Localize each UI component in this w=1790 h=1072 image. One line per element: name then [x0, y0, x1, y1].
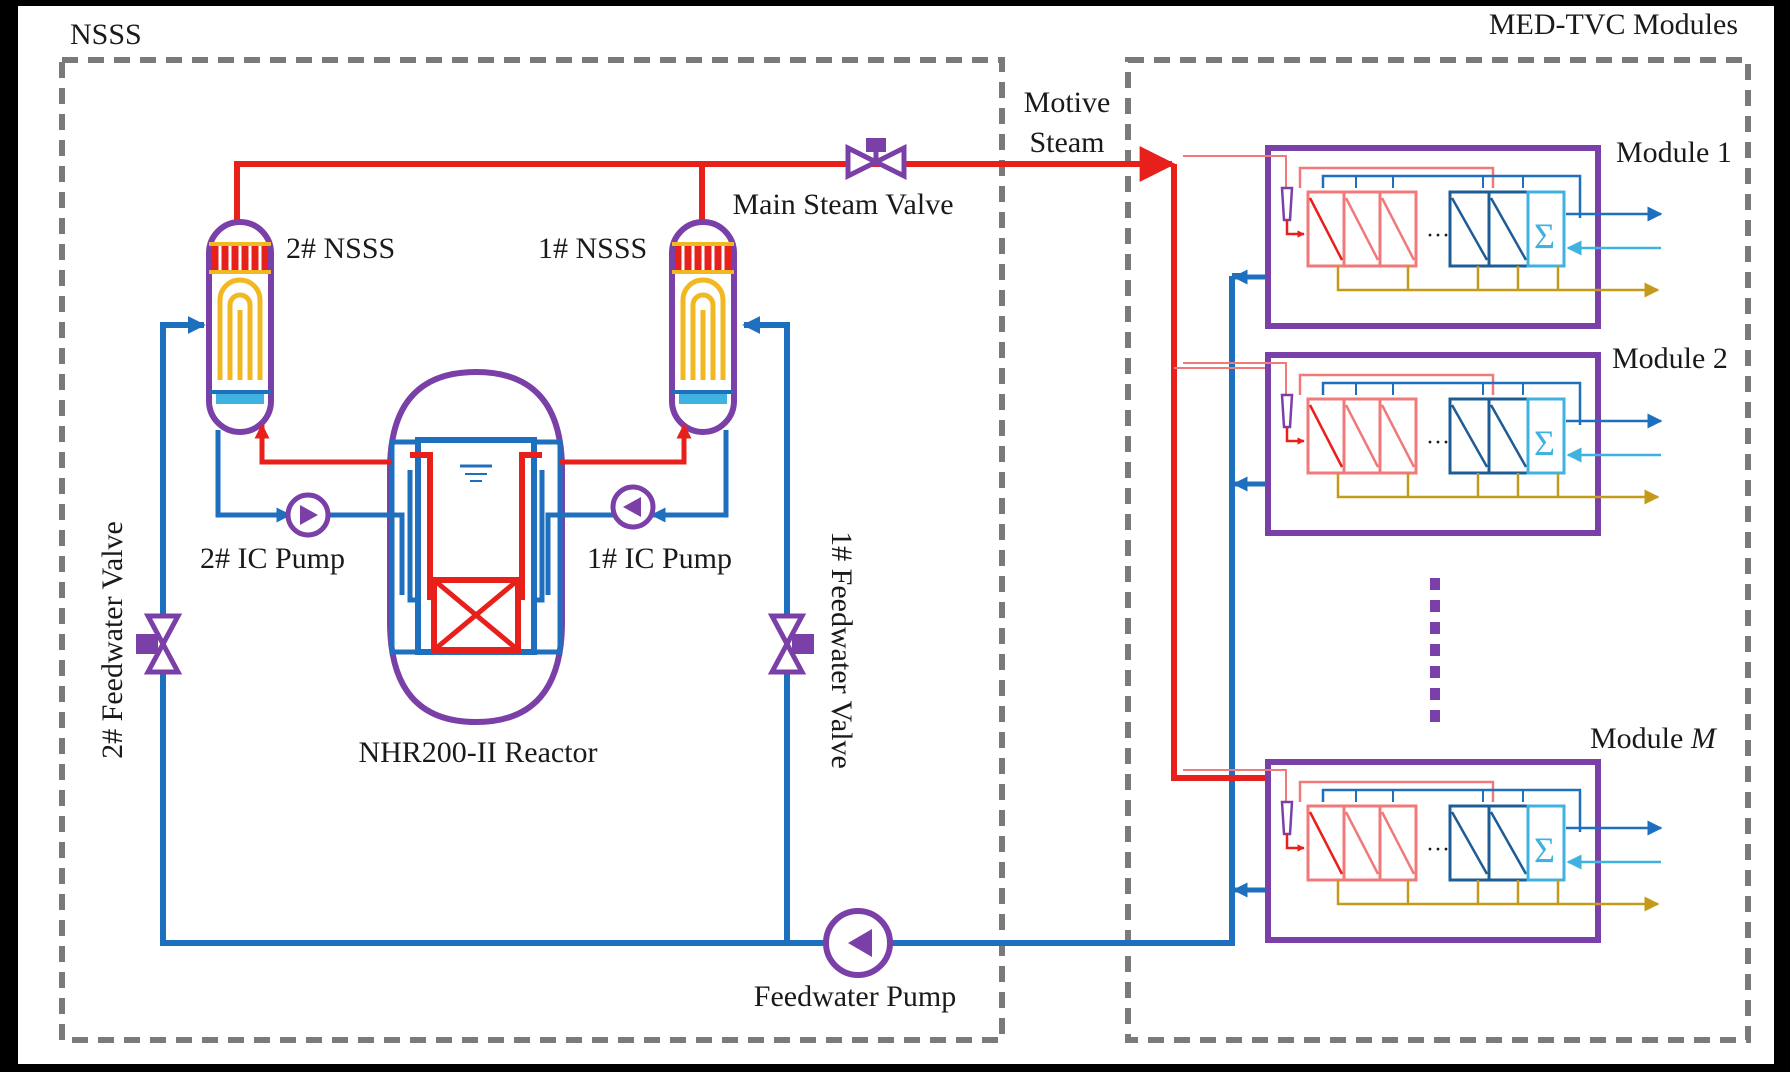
nsss-region	[59, 57, 1005, 1043]
feedwater-valve-2	[136, 613, 183, 675]
med-tvc-title: MED-TVC Modules	[1489, 8, 1738, 41]
ic-pump2-label: 2# IC Pump	[200, 542, 345, 575]
ic-pump-2	[285, 492, 331, 538]
module-m-ellipsis: ···	[1426, 837, 1450, 863]
ic-pump1-label: 1# IC Pump	[587, 542, 732, 575]
fw-valve2-label: 2# Feedwater Valve	[96, 521, 129, 759]
main-steam-valve	[845, 138, 907, 181]
steam-generator-1	[669, 219, 737, 435]
module-1-ellipsis: ···	[1426, 223, 1450, 249]
module-ellipsis-vertical	[1430, 578, 1440, 722]
fw-valve1-label: 1# Feedwater Valve	[825, 531, 858, 769]
main-steam-valve-label: Main Steam Valve	[732, 188, 953, 221]
feedwater-pump	[823, 908, 893, 978]
med-tvc-region	[1125, 57, 1751, 1043]
nsss1-label: 1# NSSS	[538, 232, 647, 265]
ic-pump-1	[610, 484, 656, 530]
module-2-ellipsis: ···	[1426, 430, 1450, 456]
hot-legs	[254, 423, 692, 465]
motive-line2: Steam	[1030, 126, 1105, 159]
steam-generator-2	[206, 219, 274, 435]
motive-line1: Motive	[1024, 86, 1111, 119]
module-1-label: Module 1	[1616, 136, 1732, 169]
feedwater-valve-1	[767, 613, 814, 675]
reactor-vessel	[387, 368, 565, 726]
module-m-label: Module M	[1590, 722, 1718, 755]
module-2-label: Module 2	[1612, 342, 1728, 375]
cold-legs	[215, 430, 729, 595]
reactor-label: NHR200-II Reactor	[358, 736, 597, 769]
nsss2-label: 2# NSSS	[286, 232, 395, 265]
nsss-title: NSSS	[70, 18, 142, 51]
module-water-branches	[1232, 269, 1268, 898]
fw-pump-label: Feedwater Pump	[754, 980, 956, 1013]
